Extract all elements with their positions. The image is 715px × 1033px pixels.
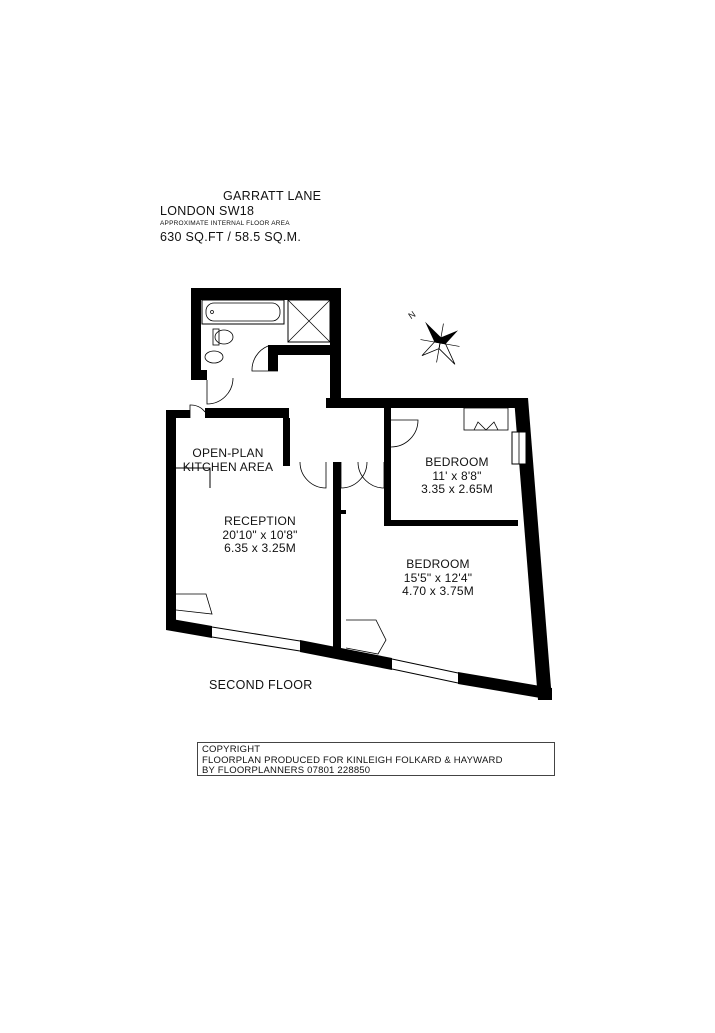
floor-area-value: 630 SQ.FT / 58.5 SQ.M. [160, 230, 302, 244]
interior-walls [175, 404, 518, 655]
bedroom-small-imperial: 11' x 8'8" [432, 468, 482, 483]
bedroom-small-label: BEDROOM 11' x 8'8" 3.35 x 2.65M [404, 455, 510, 497]
copyright-line3: BY FLOORPLANNERS 07801 228850 [202, 765, 371, 776]
bedroom-large-label: BEDROOM 15'5" x 12'4" 4.70 x 3.75M [385, 557, 491, 599]
bedroom-large-metric: 4.70 x 3.75M [402, 584, 474, 598]
kitchen-label-line1: OPEN-PLAN [192, 446, 264, 460]
copyright-line2: FLOORPLAN PRODUCED FOR KINLEIGH FOLKARD … [202, 754, 503, 766]
outer-walls [166, 398, 552, 700]
north-compass-icon [420, 321, 460, 365]
copyright-box: COPYRIGHT FLOORPLAN PRODUCED FOR KINLEIG… [197, 742, 555, 776]
bathroom [191, 288, 341, 405]
reception-name: RECEPTION [224, 514, 296, 528]
bedroom-small-metric: 3.35 x 2.65M [421, 482, 493, 496]
reception-metric: 6.35 x 3.25M [224, 541, 296, 555]
reception-label: RECEPTION 20'10" x 10'8" 6.35 x 3.25M [205, 514, 315, 556]
floor-area-label: APPROXIMATE INTERNAL FLOOR AREA [160, 220, 290, 227]
street-name: GARRATT LANE [223, 189, 322, 203]
bedroom-small-name: BEDROOM [425, 455, 489, 469]
bedroom-large-name: BEDROOM [406, 557, 470, 571]
floor-label: SECOND FLOOR [209, 678, 313, 692]
bedroom-large-imperial: 15'5" x 12'4" [403, 570, 473, 585]
reception-imperial: 20'10" x 10'8" [222, 527, 298, 542]
kitchen-label: OPEN-PLAN KITCHEN AREA [180, 446, 276, 474]
copyright-line1: COPYRIGHT [202, 744, 261, 755]
kitchen-label-line2: KITCHEN AREA [182, 459, 274, 474]
area-name: LONDON SW18 [160, 204, 255, 218]
